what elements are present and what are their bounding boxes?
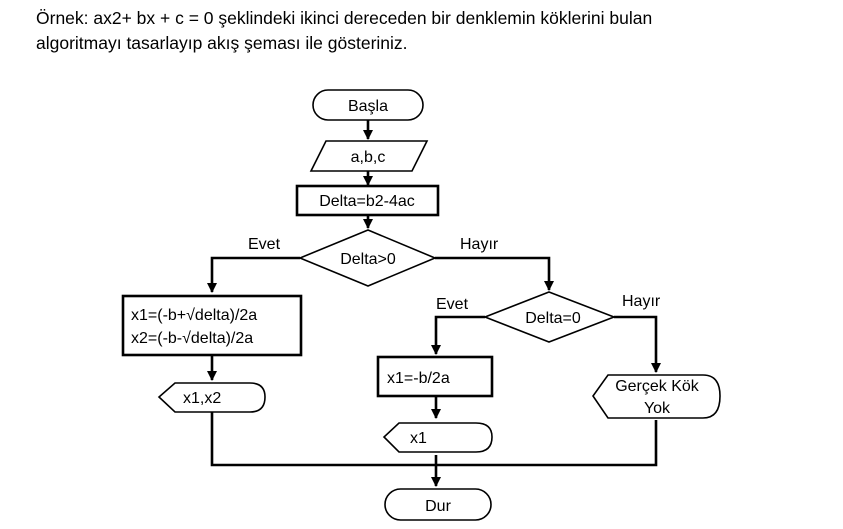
delta-process-label: Delta=b2-4ac xyxy=(319,193,415,210)
problem-statement-line-2: algoritmayı tasarlayıp akış şeması ile g… xyxy=(36,33,408,53)
single-root-label: x1=-b/2a xyxy=(387,370,450,387)
two-roots-output-label: x1,x2 xyxy=(183,390,221,407)
decision-delta-zero-no-label: Hayır xyxy=(622,293,661,310)
decision-delta-zero: Delta=0 Evet Hayır xyxy=(436,291,661,343)
no-real-root-label-line-1: Gerçek Kök xyxy=(615,378,700,395)
input-parallelogram: a,b,c xyxy=(309,140,429,172)
end-label: Dur xyxy=(425,498,451,515)
start-terminal: Başla xyxy=(312,89,424,121)
problem-statement: Örnek: ax2+ bx + c = 0 şeklindeki ikinci… xyxy=(36,6,836,56)
two-roots-process-box: x1=(-b+√delta)/2a x2=(-b-√delta)/2a xyxy=(121,294,303,357)
decision-delta-positive: Delta>0 Evet Hayır xyxy=(248,229,499,287)
single-root-process-box: x1=-b/2a xyxy=(376,355,494,398)
decision-delta-positive-yes-label: Evet xyxy=(248,236,281,253)
connector-decision2-yes xyxy=(431,315,485,355)
two-roots-output-display: x1,x2 xyxy=(157,382,266,413)
connector-decision1-yes xyxy=(207,256,300,293)
root-x2-formula: x2=(-b-√delta)/2a xyxy=(131,330,253,347)
single-root-output-label: x1 xyxy=(410,430,427,447)
flowchart-connectors xyxy=(207,120,661,487)
connector-decision2-no xyxy=(614,315,661,373)
root-x1-formula: x1=(-b+√delta)/2a xyxy=(131,307,257,324)
connector-decision1-no xyxy=(435,256,554,291)
delta-process-box: Delta=b2-4ac xyxy=(295,184,440,217)
connector-merge-line xyxy=(210,412,658,467)
decision-delta-positive-label: Delta>0 xyxy=(340,251,396,268)
end-terminal: Dur xyxy=(384,488,492,521)
decision-delta-zero-yes-label: Evet xyxy=(436,296,469,313)
input-label: a,b,c xyxy=(351,149,386,166)
decision-delta-positive-no-label: Hayır xyxy=(460,236,499,253)
decision-delta-zero-label: Delta=0 xyxy=(525,310,581,327)
no-real-root-output-display: Gerçek Kök Yok xyxy=(592,374,721,419)
no-real-root-label-line-2: Yok xyxy=(644,400,671,417)
problem-statement-line-1: Örnek: ax2+ bx + c = 0 şeklindeki ikinci… xyxy=(36,8,653,28)
start-label: Başla xyxy=(348,98,388,115)
single-root-output-display: x1 xyxy=(382,422,493,453)
